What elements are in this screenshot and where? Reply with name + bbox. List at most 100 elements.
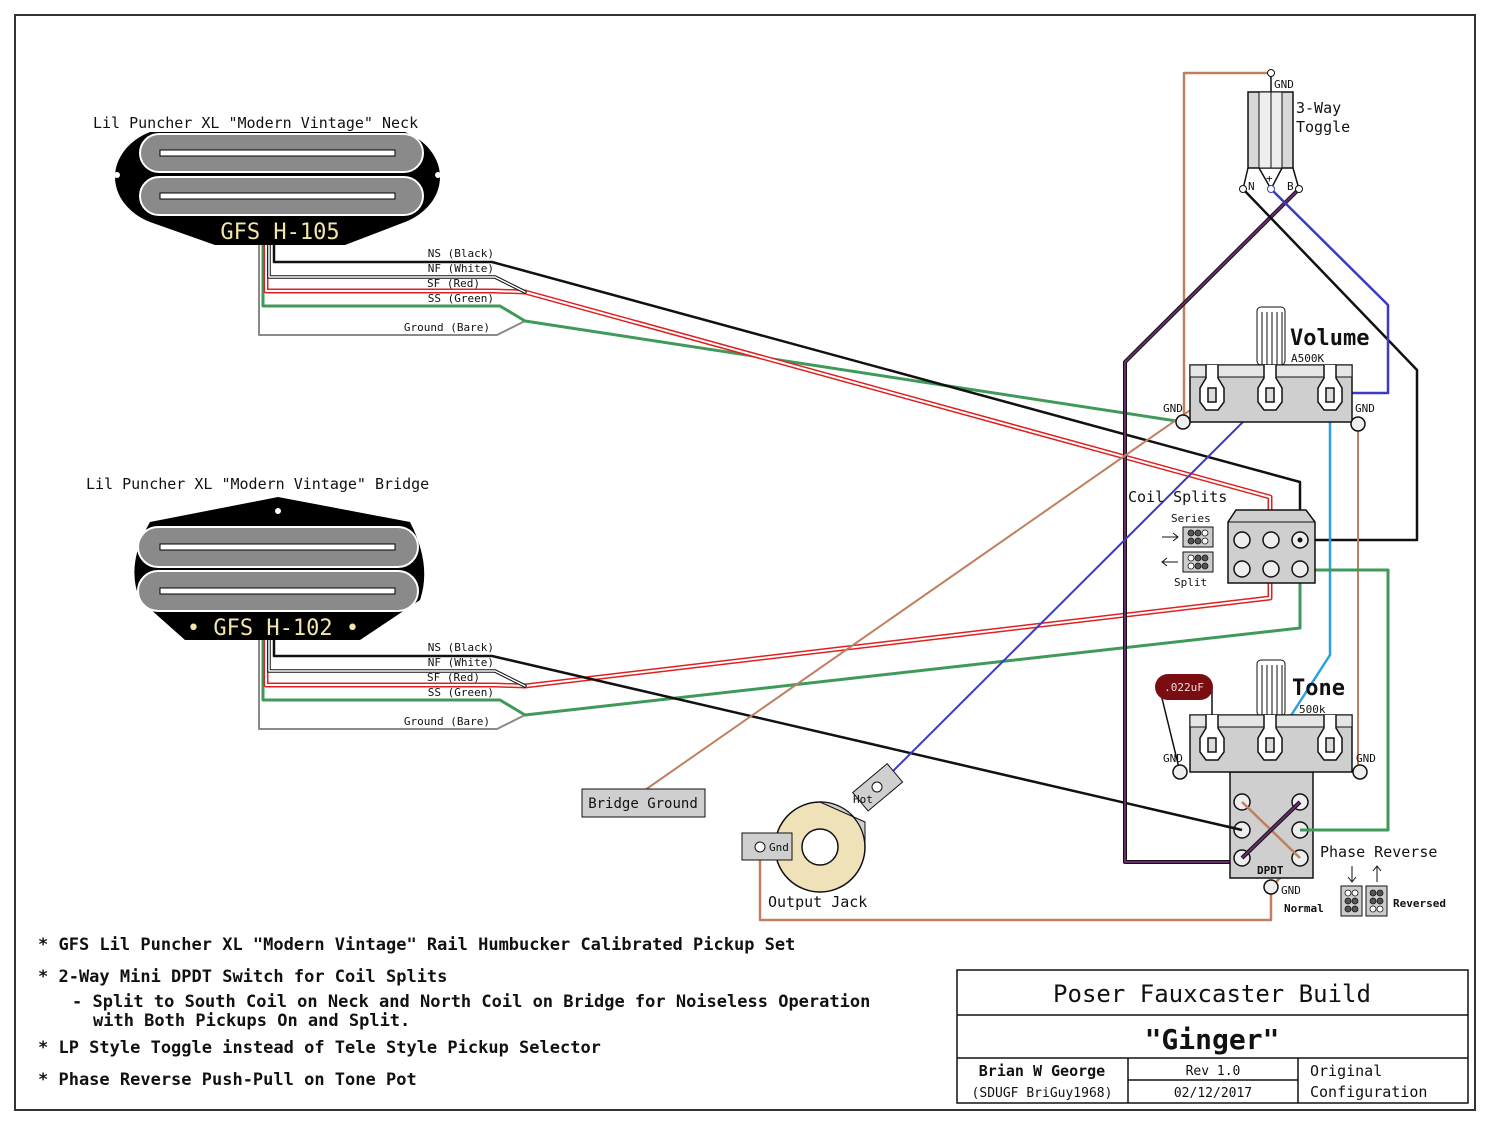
- volume-gnd-tab: [1175, 414, 1191, 430]
- notes: * GFS Lil Puncher XL "Modern Vintage" Ra…: [38, 935, 870, 1090]
- arrow-down-icon: [1347, 866, 1357, 883]
- wire-label: SS (Green): [428, 292, 494, 305]
- volume-pot: Volume A500K GND GND: [1163, 306, 1375, 432]
- volume-output-wire: [876, 394, 1271, 788]
- reversed-label: Reversed: [1393, 897, 1446, 910]
- bridge-red-wire-core: [265, 568, 1271, 687]
- dpdt-label: DPDT: [1257, 864, 1284, 877]
- volume-gnd-label: GND: [1163, 402, 1183, 415]
- cap-ground-lead: [1159, 689, 1181, 773]
- neck-red-wire: [263, 242, 1273, 543]
- bridge-model: • GFS H-102 •: [187, 616, 359, 641]
- note-item: * GFS Lil Puncher XL "Modern Vintage" Ra…: [38, 935, 795, 955]
- wire-label: SF (Red): [427, 671, 480, 684]
- volume-gnd-tab: [1350, 416, 1366, 432]
- reversed-position-icon: [1365, 885, 1388, 917]
- phase-reverse-legend: Phase Reverse Normal Reversed: [1284, 843, 1446, 917]
- toggle-common-wire: [1269, 187, 1390, 395]
- configuration: Original: [1310, 1062, 1382, 1080]
- phase-reverse-label: Phase Reverse: [1320, 843, 1437, 861]
- jack-hot-label: Hot: [853, 793, 873, 806]
- tone-gnd-tab: [1172, 764, 1188, 780]
- wire-label: SS (Green): [428, 686, 494, 699]
- bridge-blade-1: [159, 543, 396, 551]
- wire-label: NS (Black): [428, 641, 494, 654]
- tone-gnd-label: GND: [1163, 752, 1183, 765]
- bridge-green-wire: [261, 568, 1302, 717]
- three-way-toggle: GND N + B 3-Way Toggle: [1239, 69, 1350, 193]
- title-block: Poser Fauxcaster Build "Ginger" Brian W …: [956, 969, 1469, 1104]
- capacitor-value: .022uF: [1164, 681, 1204, 694]
- note-subitem: with Both Pickups On and Split.: [93, 1011, 410, 1031]
- note-item: * LP Style Toggle instead of Tele Style …: [38, 1038, 601, 1058]
- project-name: "Ginger": [1145, 1023, 1280, 1056]
- date: 02/12/2017: [1174, 1086, 1252, 1101]
- toggle-label: Toggle: [1296, 118, 1350, 136]
- note-subitem: - Split to South Coil on Neck and North …: [72, 992, 870, 1012]
- coil-splits-label: Coil Splits: [1128, 488, 1227, 506]
- page-border: [14, 14, 1476, 1111]
- bridge-white-lead: [268, 639, 526, 687]
- bridge-black-wire: [272, 638, 1244, 832]
- arrow-left-icon: [1161, 557, 1178, 567]
- volume-shaft: [1256, 306, 1286, 366]
- tone-value: 500k: [1299, 703, 1326, 716]
- tone-label: Tone: [1292, 676, 1345, 701]
- output-jack-label: Output Jack: [768, 893, 867, 911]
- toggle-common-lug: [1267, 185, 1275, 193]
- neck-mount-hole: [114, 172, 120, 178]
- neck-white-lead: [268, 244, 526, 293]
- tone-gnd-label: GND: [1356, 752, 1376, 765]
- wire-label: NF (White): [428, 656, 494, 669]
- output-jack: Gnd Hot Output Jack: [741, 762, 904, 911]
- bridge-pickup-title: Lil Puncher XL "Modern Vintage" Bridge: [86, 475, 429, 493]
- wire-label: Ground (Bare): [404, 715, 490, 728]
- toggle-neck-lug: [1239, 185, 1247, 193]
- tone-shaft: [1256, 659, 1286, 717]
- volume-label: Volume: [1290, 326, 1369, 351]
- neck-blade-1: [159, 149, 396, 157]
- coil-to-dpdt-wire: [1298, 568, 1390, 832]
- revision: Rev 1.0: [1186, 1064, 1241, 1079]
- author-handle: (SDUGF BriGuy1968): [972, 1086, 1113, 1101]
- series-label: Series: [1171, 512, 1211, 525]
- neck-green-wire: [261, 243, 1185, 424]
- toggle-ground-lug: [1267, 69, 1275, 77]
- volume-gnd-label: GND: [1355, 402, 1375, 415]
- configuration: Configuration: [1310, 1083, 1427, 1101]
- toggle-bridge-lug: [1295, 185, 1303, 193]
- toggle-plus-label: +: [1266, 172, 1273, 185]
- jack-gnd-label: Gnd: [769, 841, 789, 854]
- toggle-n-label: N: [1248, 180, 1255, 193]
- jack-gnd-lug: [741, 832, 793, 861]
- dpdt-gnd-label: GND: [1281, 884, 1301, 897]
- normal-position-icon: [1340, 885, 1363, 917]
- dpdt-gnd-tab: [1263, 879, 1279, 895]
- neck-blade-2: [159, 192, 396, 200]
- bridge-mount-hole: [275, 508, 281, 514]
- jack-hole: [801, 828, 839, 866]
- wires: [258, 71, 1419, 922]
- project-title: Poser Fauxcaster Build: [1053, 980, 1371, 1008]
- neck-black-wire: [272, 243, 1302, 542]
- toggle-label: 3-Way: [1296, 99, 1341, 117]
- neck-model: GFS H-105: [220, 220, 339, 245]
- normal-label: Normal: [1284, 902, 1324, 915]
- arrow-right-icon: [1162, 532, 1179, 542]
- bridge-pickup: Lil Puncher XL "Modern Vintage" Bridge •…: [86, 475, 494, 728]
- bridge-blade-2: [159, 587, 396, 595]
- toggle-b-label: B: [1287, 180, 1294, 193]
- note-item: * 2-Way Mini DPDT Switch for Coil Splits: [38, 967, 447, 987]
- coil-split-switch: Coil Splits Series Split: [1128, 488, 1316, 589]
- neck-pickup-title: Lil Puncher XL "Modern Vintage" Neck: [93, 114, 418, 132]
- wire-label: NS (Black): [428, 247, 494, 260]
- neck-bare-wire: [258, 244, 526, 336]
- bridge-ground: Bridge Ground: [581, 788, 706, 818]
- wire-label: SF (Red): [427, 277, 480, 290]
- bridge-ground-box: [581, 788, 706, 818]
- note-item: * Phase Reverse Push-Pull on Tone Pot: [38, 1070, 417, 1090]
- capacitor: [1155, 674, 1213, 700]
- volume-value: A500K: [1291, 352, 1324, 365]
- wire-label: Ground (Bare): [404, 321, 490, 334]
